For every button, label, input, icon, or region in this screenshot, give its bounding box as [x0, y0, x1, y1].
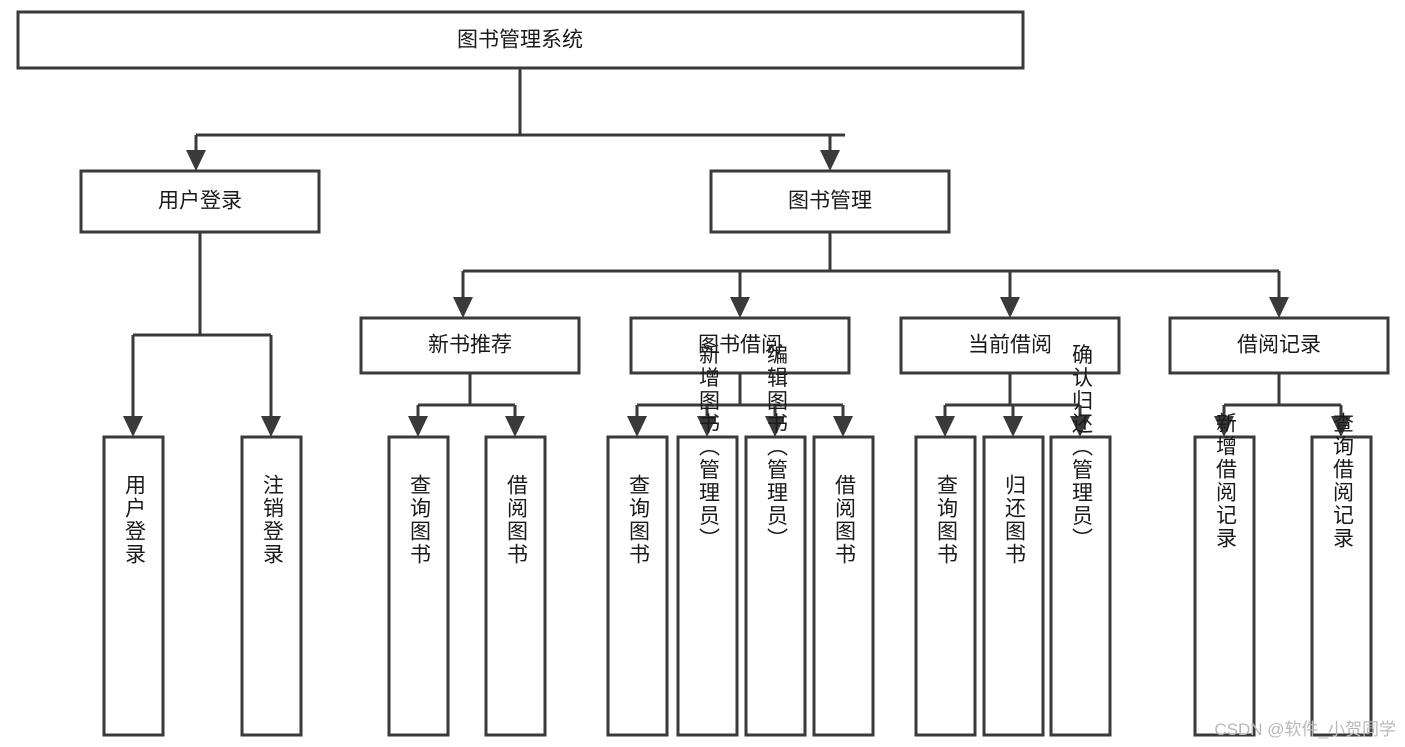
- node-leaf-edit-book[interactable]: 编辑图书（管理员）: [744, 344, 807, 737]
- node-leaf-logout-login-label: 注销登录: [261, 474, 285, 566]
- connector-bookborrow-to-leaves: [627, 373, 853, 437]
- node-user-login[interactable]: 用户登录: [79, 169, 321, 234]
- connector-borrowrecord-to-leaves: [1214, 373, 1351, 437]
- node-leaf-borrow-book-1[interactable]: 借阅图书: [484, 435, 547, 737]
- connector-newbook-to-leaves: [408, 373, 525, 437]
- connector-root-to-level1: [186, 68, 845, 171]
- node-leaf-edit-book-label: 编辑图书（管理员）: [765, 344, 789, 551]
- node-leaf-add-book[interactable]: 新增图书（管理员）: [676, 344, 739, 737]
- node-leaf-borrow-book-1-label: 借阅图书: [505, 474, 529, 566]
- connector-currentborrow-to-leaves: [935, 373, 1090, 437]
- node-leaf-add-book-label: 新增图书（管理员）: [697, 344, 721, 551]
- node-book-manage-label: 图书管理: [788, 190, 872, 213]
- node-borrow-record-label: 借阅记录: [1237, 334, 1321, 357]
- node-current-borrow-label: 当前借阅: [968, 334, 1052, 357]
- watermark-text: CSDN @软件_小贺同学: [1214, 720, 1396, 739]
- node-leaf-add-borrow-record[interactable]: 新增借阅记录: [1193, 412, 1256, 737]
- node-leaf-user-login-label: 用户登录: [123, 474, 147, 566]
- connector-bookmanage-to-level2: [453, 232, 1289, 318]
- node-leaf-add-borrow-record-label: 新增借阅记录: [1214, 412, 1238, 550]
- node-borrow-record[interactable]: 借阅记录: [1168, 316, 1390, 375]
- node-root-label: 图书管理系统: [457, 29, 583, 52]
- node-leaf-query-book-3[interactable]: 查询图书: [914, 435, 977, 737]
- node-leaf-query-book-2[interactable]: 查询图书: [606, 435, 669, 737]
- node-leaf-confirm-return[interactable]: 确认归还（管理员）: [1049, 344, 1112, 737]
- node-book-borrow-label: 图书借阅: [698, 334, 782, 357]
- node-leaf-user-login[interactable]: 用户登录: [102, 435, 165, 737]
- node-user-login-label: 用户登录: [158, 190, 242, 213]
- node-leaf-query-book-3-label: 查询图书: [935, 474, 959, 566]
- node-book-manage[interactable]: 图书管理: [709, 169, 951, 234]
- node-root[interactable]: 图书管理系统: [16, 10, 1025, 70]
- connector-userlogin-to-leaves: [123, 232, 281, 437]
- node-leaf-borrow-book-2-label: 借阅图书: [833, 474, 857, 566]
- node-leaf-query-borrow-record-label: 查询借阅记录: [1331, 412, 1355, 550]
- node-leaf-query-borrow-record[interactable]: 查询借阅记录: [1310, 412, 1373, 737]
- node-leaf-confirm-return-label: 确认归还（管理员）: [1070, 344, 1094, 551]
- node-new-book-recommend[interactable]: 新书推荐: [359, 316, 581, 375]
- node-leaf-query-book-1-label: 查询图书: [408, 474, 432, 566]
- node-leaf-query-book-1[interactable]: 查询图书: [387, 435, 450, 737]
- node-book-borrow[interactable]: 图书借阅: [629, 316, 851, 375]
- node-leaf-return-book[interactable]: 归还图书: [982, 435, 1045, 737]
- node-leaf-query-book-2-label: 查询图书: [627, 474, 651, 566]
- node-current-borrow[interactable]: 当前借阅: [899, 316, 1121, 375]
- node-leaf-logout-login[interactable]: 注销登录: [240, 435, 303, 737]
- node-leaf-return-book-label: 归还图书: [1003, 474, 1027, 566]
- node-leaf-borrow-book-2[interactable]: 借阅图书: [812, 435, 875, 737]
- node-new-book-recommend-label: 新书推荐: [428, 334, 512, 357]
